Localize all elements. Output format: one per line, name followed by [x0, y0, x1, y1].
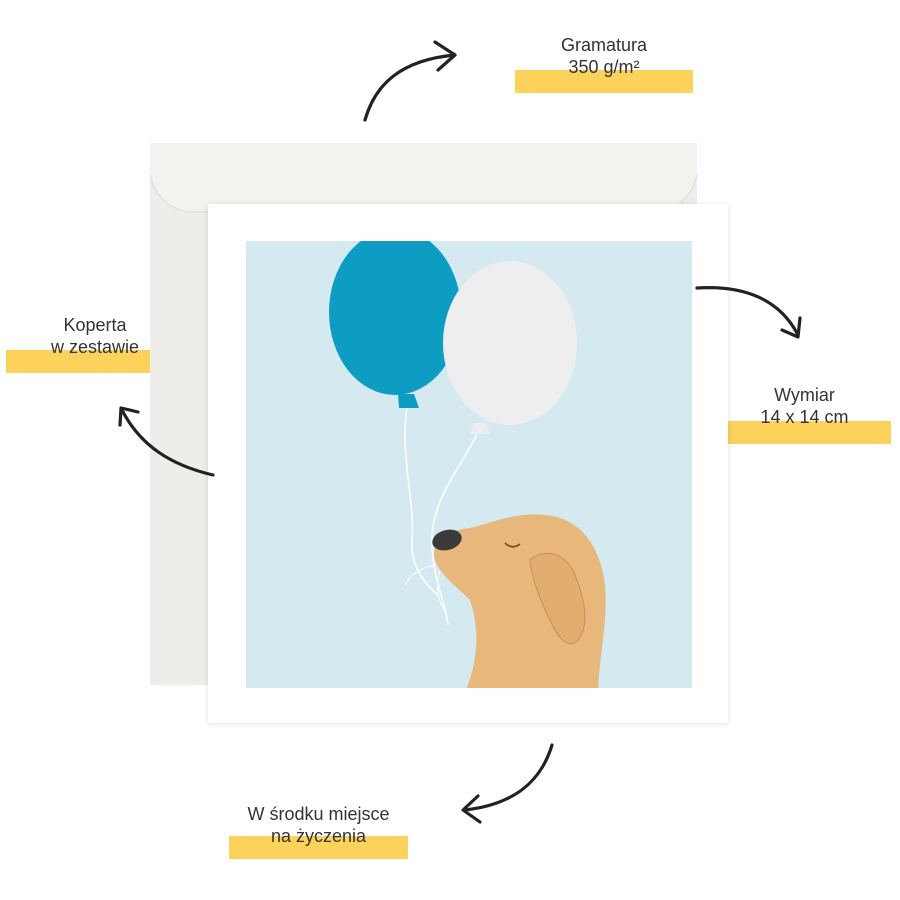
- curved-arrow-icon: [363, 40, 457, 122]
- balloon-string-white: [431, 431, 479, 626]
- curved-arrow-icon: [461, 743, 554, 824]
- dog: [404, 514, 606, 688]
- blue-balloon: [329, 241, 461, 408]
- envelope-label: Koperta w zestawie: [6, 314, 184, 358]
- weight-value: 350 g/m²: [568, 57, 640, 77]
- size-label: Wymiar 14 x 14 cm: [718, 384, 891, 428]
- balloon-string-blue: [404, 404, 439, 596]
- envelope-line-2: w zestawie: [50, 337, 140, 357]
- white-balloon: [443, 261, 577, 434]
- envelope-line-1: Koperta: [63, 315, 127, 335]
- weight-highlight: [515, 70, 693, 93]
- size-highlight: [718, 421, 891, 444]
- size-title: Wymiar: [774, 385, 835, 405]
- weight-label: Gramatura 350 g/m²: [515, 34, 693, 78]
- inside-line-2: na życzenia: [270, 826, 367, 846]
- weight-title: Gramatura: [560, 35, 648, 55]
- inside-label: W środku miejsce na życzenia: [206, 803, 431, 847]
- envelope-highlight: [6, 350, 184, 373]
- inside-highlight: [229, 836, 408, 859]
- curved-arrow-icon: [118, 406, 215, 477]
- inside-line-1: W środku miejsce: [247, 804, 390, 824]
- size-value: 14 x 14 cm: [760, 407, 849, 427]
- curved-arrow-icon: [695, 286, 802, 339]
